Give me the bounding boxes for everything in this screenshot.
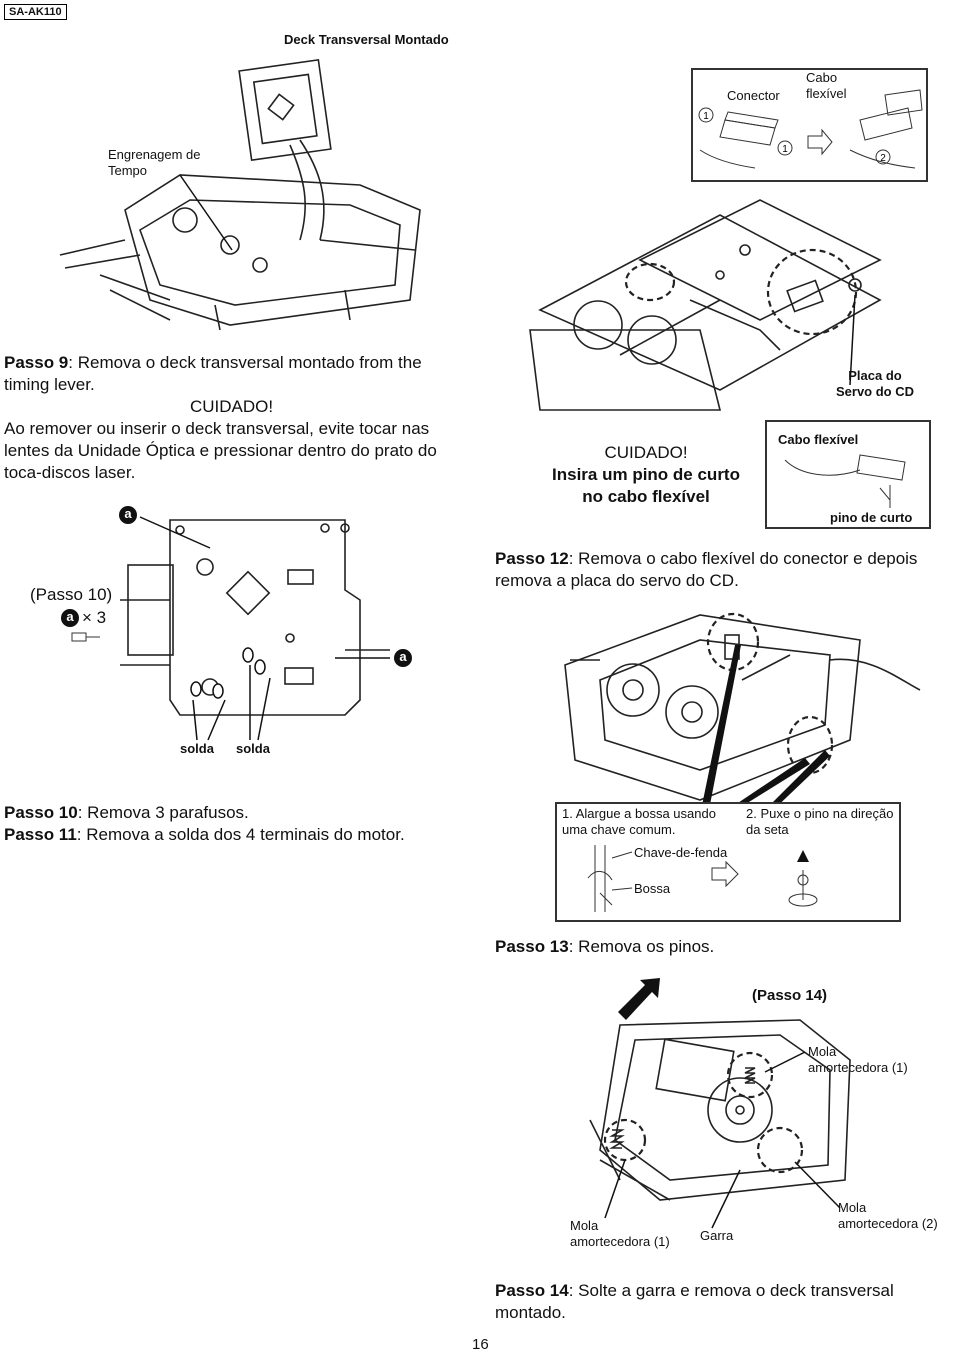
solder-pointer-4 bbox=[257, 677, 271, 741]
step12-heading: Passo 12 bbox=[495, 549, 569, 568]
screw-marker-legend-icon bbox=[61, 609, 79, 627]
step14-text: : Solte a garra e remova o deck transver… bbox=[495, 1281, 894, 1322]
solder-terminals bbox=[190, 647, 266, 699]
claw-label: Garra bbox=[700, 1228, 734, 1243]
fig2-caution-text: Insira um pino de curto no cabo flexível bbox=[552, 465, 740, 506]
timing-gear-label: Engrenagem de Tempo bbox=[108, 147, 201, 178]
callout-1b-icon: 1 bbox=[782, 144, 788, 155]
step14-heading: Passo 14 bbox=[495, 1281, 569, 1300]
spring1-label: Mola amortecedora (1) bbox=[808, 1044, 908, 1075]
solder-pointer-1 bbox=[192, 699, 198, 741]
callout-2-icon: 2 bbox=[880, 153, 886, 164]
spring2-label: Mola amortecedora (2) bbox=[838, 1200, 938, 1231]
boss-label: Bossa bbox=[634, 881, 671, 896]
instruction-1: 1. Alargue a bossa usando uma chave comu… bbox=[562, 806, 716, 837]
fig2-caution: CUIDADO! Insira um pino de curto no cabo… bbox=[546, 442, 746, 508]
servo-solder-highlight bbox=[624, 262, 676, 302]
spring1-highlight bbox=[726, 1051, 774, 1099]
servo-board-drawing bbox=[529, 199, 882, 411]
pull-up-arrow-icon bbox=[797, 850, 809, 862]
servo-board-label: Placa do Servo do CD bbox=[835, 368, 914, 399]
page-number: 16 bbox=[472, 1336, 489, 1353]
step11-paragraph: Passo 11: Remova a solda dos 4 terminais… bbox=[4, 824, 474, 846]
spring2-highlight bbox=[756, 1126, 804, 1174]
screw-icon bbox=[71, 632, 100, 642]
callout-1-icon: 1 bbox=[703, 111, 709, 122]
lift-arrow-icon bbox=[618, 978, 660, 1020]
screw-marker-top: a bbox=[124, 506, 132, 521]
pin-highlight-2 bbox=[786, 715, 834, 775]
motor-board-drawing bbox=[120, 519, 390, 716]
spring1b-pointer bbox=[604, 1159, 626, 1219]
screw-marker-right: a bbox=[399, 649, 407, 664]
servo-connector-highlight bbox=[766, 248, 858, 336]
step13-heading: Passo 13 bbox=[495, 937, 569, 956]
screwdriver-label: Chave-de-fenda bbox=[634, 845, 728, 860]
step11-heading: Passo 11 bbox=[4, 825, 77, 844]
spring1-pointer bbox=[764, 1051, 806, 1073]
screw-marker-top-icon bbox=[119, 506, 137, 524]
model-tag: SA-AK110 bbox=[4, 4, 67, 20]
spring2-pointer bbox=[794, 1161, 841, 1209]
flex-cable-label: Cabo flexível bbox=[806, 70, 847, 101]
step10-paragraph: Passo 10: Remova 3 parafusos. bbox=[4, 802, 474, 824]
short-pin-inset bbox=[765, 420, 931, 529]
step10-heading: Passo 10 bbox=[4, 803, 78, 822]
fig5-step-ref: (Passo 14) bbox=[752, 987, 828, 1004]
solder-label-left: solda bbox=[180, 741, 214, 756]
connector-label: Conector bbox=[727, 88, 780, 103]
screw-marker-legend: a bbox=[66, 609, 74, 624]
step10-text: : Remova 3 parafusos. bbox=[77, 803, 249, 822]
step14-paragraph: Passo 14: Solte a garra e remova o deck … bbox=[495, 1280, 957, 1324]
fig1-title: Deck Transversal Montado bbox=[284, 32, 449, 47]
step12-paragraph: Passo 12: Remova o cabo flexível do cone… bbox=[495, 548, 960, 592]
fig2-flex-cable-label: Cabo flexível bbox=[778, 432, 859, 447]
short-pin-label: pino de curto bbox=[830, 510, 913, 525]
step9-heading: Passo 9 bbox=[4, 353, 69, 372]
screw-count: × 3 bbox=[82, 608, 107, 627]
screw-pointer-top bbox=[139, 516, 211, 549]
solder-label-right: solda bbox=[236, 741, 270, 756]
step13-paragraph: Passo 13: Remova os pinos. bbox=[495, 936, 714, 958]
step9-paragraph: Passo 9: Remova o deck transversal monta… bbox=[4, 352, 470, 396]
solder-pointer-2 bbox=[207, 699, 226, 741]
spring1b-label: Mola amortecedora (1) bbox=[570, 1218, 670, 1249]
timing-gear-pointer bbox=[179, 174, 233, 251]
fig3-step-ref: (Passo 10) bbox=[30, 585, 113, 604]
step13-text: : Remova os pinos. bbox=[568, 937, 715, 956]
step9-text: : Remova o deck transversal montado from… bbox=[4, 353, 422, 394]
deck-assembly-drawing bbox=[59, 58, 421, 331]
pin-removal-box bbox=[555, 802, 901, 922]
servo-board-pointer bbox=[849, 294, 856, 386]
step9-caution: CUIDADO! bbox=[190, 397, 274, 416]
step9-caution-text: Ao remover ou inserir o deck transversal… bbox=[4, 419, 437, 482]
spring1b-highlight bbox=[603, 1118, 647, 1162]
instruction-2: 2. Puxe o pino na direção da seta bbox=[746, 806, 894, 837]
screw-marker-right-icon bbox=[394, 649, 412, 667]
pin-direction-arrows bbox=[700, 645, 830, 815]
step11-text: : Remova a solda dos 4 terminais do moto… bbox=[76, 825, 405, 844]
fig2-caution-title: CUIDADO! bbox=[604, 443, 688, 462]
claw-pointer bbox=[711, 1169, 741, 1229]
traverse-deck-drawing bbox=[589, 1019, 851, 1201]
step12-text: : Remova o cabo flexível do conector e d… bbox=[495, 549, 918, 590]
